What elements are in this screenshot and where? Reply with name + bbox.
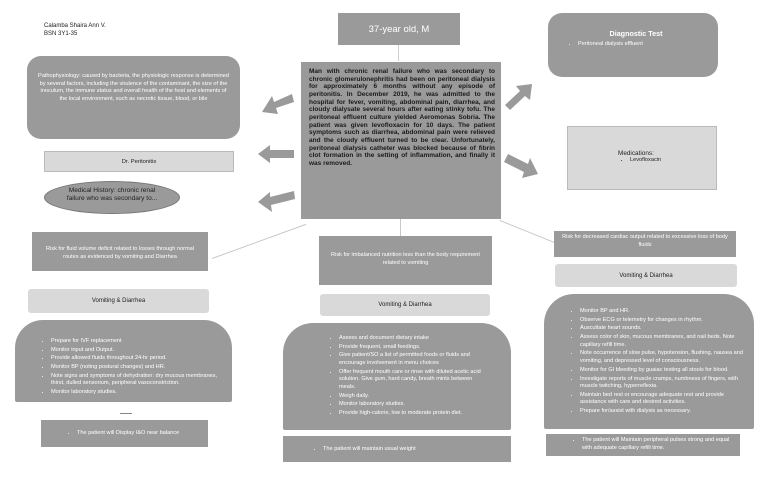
arrow-down-left-icon (258, 191, 295, 212)
outcome-text: The patient will Display I&O near balanc… (77, 430, 200, 438)
arrow-up-right-icon (505, 84, 532, 110)
interventions-box-1: Prepare for IVF replacement Monitor inpu… (15, 320, 232, 402)
diagnostic-list: Peritoneal dialysis effluent (564, 41, 708, 49)
outcome-text: The patient will maintain usual weight (323, 446, 503, 454)
interventions-list: Monitor BP and HR. Observe ECG or teleme… (566, 308, 748, 416)
intervention-item: Observe ECG or telemetry for changes in … (580, 317, 748, 325)
connector-line (400, 219, 401, 237)
intervention-item: Assess and document dietary intake (339, 335, 489, 343)
medication-item: Levofloxacin (630, 157, 710, 165)
intervention-item: Monitor BP (noting postural changes) and… (51, 364, 224, 372)
risk-text: Risk for fluid volume deficit related to… (46, 246, 194, 260)
intervention-item: Investigate reports of muscle cramps, nu… (580, 376, 748, 391)
medical-history-box: Medical History: chronic renal failure w… (44, 181, 180, 214)
patient-box: 37-year old, M (338, 13, 460, 45)
medical-history-text: Medical History: chronic renal failure w… (66, 187, 158, 202)
interventions-box-3: Monitor BP and HR. Observe ECG or teleme… (544, 294, 754, 429)
diagnostic-item: Peritoneal dialysis effluent (578, 41, 708, 49)
column-1-divider (120, 413, 132, 414)
intervention-item: Prepare for IVF replacement (51, 338, 224, 346)
medications-box: Medications: Levofloxacin (567, 126, 717, 190)
cause-label: Vomiting & Diarrhea (619, 272, 673, 279)
intervention-item: Provide allowed fluids throughout 24-hr … (51, 355, 224, 363)
cause-box-2: Vomiting & Diarrhea (320, 294, 490, 316)
intervention-item: Prepare for/assist with dialysis as nece… (580, 408, 748, 416)
diagnostic-box: Diagnostic Test Peritoneal dialysis effl… (548, 13, 718, 77)
cause-box-1: Vomiting & Diarrhea (28, 289, 209, 313)
intervention-item: Provide frequent, small feedings. (339, 344, 489, 352)
risk-text: Risk for imbalanced nutrition less than … (331, 252, 480, 266)
diagnosis-label: Dr. Peritonitis (121, 158, 157, 165)
arrow-up-left-icon (262, 94, 294, 114)
intervention-item: Provide high-calorie, low to moderate pr… (339, 410, 489, 418)
outcome-box-1: The patient will Display I&O near balanc… (41, 420, 208, 447)
outcome-text: The patient will Maintain peripheral pul… (582, 437, 734, 452)
author-name: Calamba Shaira Ann V. (44, 23, 106, 29)
case-box: Man with chronic renal failure who was s… (301, 62, 501, 219)
intervention-item: Offer frequent mouth care or rinse with … (339, 369, 489, 392)
cause-label: Vomiting & Diarrhea (378, 302, 432, 308)
risk-box-3: Risk for decreased cardiac output relate… (554, 231, 736, 257)
intervention-item: Weigh daily. (339, 393, 489, 401)
outcome-box-3: The patient will Maintain peripheral pul… (546, 434, 740, 456)
diagnostic-title: Diagnostic Test (609, 29, 663, 38)
intervention-item: Auscultate heart sounds. (580, 325, 748, 333)
arrow-down-right-icon (504, 154, 538, 178)
intervention-item: Note occurrence of slow pulse, hypotensi… (580, 350, 748, 365)
interventions-list: Assess and document dietary intake Provi… (325, 335, 489, 418)
intervention-item: Note signs and symptoms of dehydration: … (51, 373, 224, 388)
risk-text: Risk for decreased cardiac output relate… (562, 234, 728, 248)
interventions-list: Prepare for IVF replacement Monitor inpu… (37, 338, 224, 397)
intervention-item: Maintain bed rest or encourage adequate … (580, 392, 748, 407)
connector-line (212, 223, 307, 259)
intervention-item: Monitor laboratory studies. (339, 401, 489, 409)
author-section: BSN 3Y1-35 (44, 31, 78, 37)
outcome-box-2: The patient will maintain usual weight (283, 436, 511, 462)
case-text: Man with chronic renal failure who was s… (309, 68, 495, 167)
cause-label: Vomiting & Diarrhea (91, 298, 146, 304)
intervention-item: Monitor laboratory studies. (51, 389, 224, 397)
interventions-box-2: Assess and document dietary intake Provi… (283, 323, 511, 430)
diagnosis-box: Dr. Peritonitis (44, 151, 234, 172)
patient-connector (398, 45, 399, 61)
patient-label: 37-year old, M (368, 23, 430, 35)
pathophysiology-box: Pathophysiology: caused by bacteria, the… (27, 56, 240, 139)
intervention-item: Assess color of skin, mucous membranes, … (580, 334, 748, 349)
intervention-item: Give patient/SO a list of permitted food… (339, 352, 489, 367)
connector-line (499, 220, 558, 245)
intervention-item: Monitor for GI bleeding by guaiac testin… (580, 367, 748, 375)
risk-box-2: Risk for imbalanced nutrition less than … (319, 236, 492, 285)
intervention-item: Monitor input and Output. (51, 347, 224, 355)
arrow-left-icon (258, 145, 294, 163)
cause-box-3: Vomiting & Diarrhea (555, 264, 737, 287)
medications-title: Medications: (618, 150, 654, 157)
pathophysiology-text: Pathophysiology: caused by bacteria, the… (38, 73, 229, 102)
intervention-item: Monitor BP and HR. (580, 308, 748, 316)
risk-box-1: Risk for fluid volume deficit related to… (32, 232, 208, 271)
medications-list: Levofloxacin (618, 157, 710, 165)
